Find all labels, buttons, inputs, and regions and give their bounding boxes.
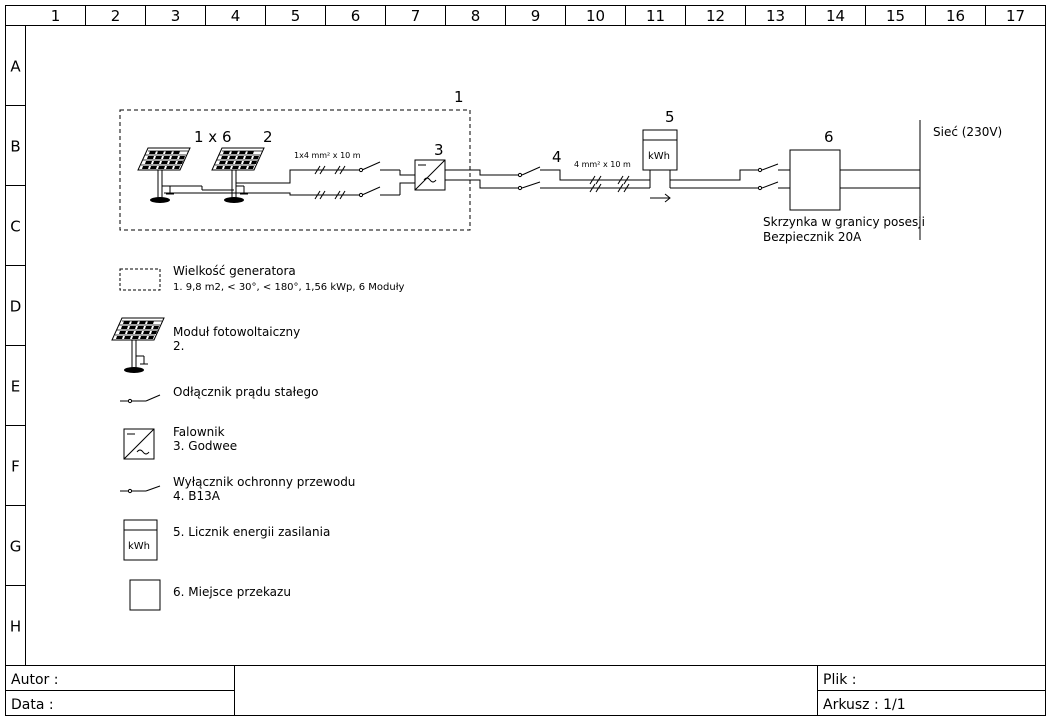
date-label: Data : <box>11 697 54 713</box>
sheet-label: Arkusz : 1/1 <box>823 697 906 713</box>
file-label: Plik : <box>823 672 857 688</box>
modules-count: 1 x 6 <box>194 128 232 146</box>
column-header: 9 <box>531 7 541 25</box>
row-header: C <box>10 218 20 236</box>
column-header: 15 <box>886 7 905 25</box>
legend-module-title: Moduł fotowoltaiczny <box>173 325 300 339</box>
column-header: 2 <box>111 7 121 25</box>
ac-cable-spec: 4 mm² x 10 m <box>574 160 631 169</box>
legend-inverter-icon <box>123 428 155 460</box>
generator-number: 1 <box>454 88 464 106</box>
grid-label: Sieć (230V) <box>933 125 1002 139</box>
module-number: 2 <box>263 128 273 146</box>
breaker-number: 4 <box>552 148 562 166</box>
legend-module-detail: 2. <box>173 339 184 353</box>
pv-diagram: 1 1 x 6 2 <box>119 88 1002 244</box>
column-header: 12 <box>706 7 725 25</box>
legend-inverter-title: Falownik <box>173 425 225 439</box>
inverter-number: 3 <box>434 141 444 159</box>
legend-meter-icon-text: kWh <box>128 541 150 552</box>
legend-meter-icon <box>123 519 158 561</box>
column-header: 6 <box>351 7 361 25</box>
legend: Wielkość generatora 1. 9,8 m2, < 30°, < … <box>111 264 405 611</box>
row-headers: A B C D E F G H <box>5 58 26 636</box>
column-header: 3 <box>171 7 181 25</box>
legend-meter-label: 5. Licznik energii zasilania <box>173 525 330 539</box>
meter-kwh-text: kWh <box>648 151 670 162</box>
column-header: 11 <box>646 7 665 25</box>
transfer-number: 6 <box>824 128 834 146</box>
column-header: 17 <box>1006 7 1025 25</box>
row-header: B <box>10 138 20 156</box>
dc-cable-spec: 1x4 mm² x 10 m <box>294 151 361 160</box>
legend-dc-switch-label: Odłącznik prądu stałego <box>173 385 318 399</box>
legend-generator-detail: 1. 9,8 m2, < 30°, < 180°, 1,56 kWp, 6 Mo… <box>173 282 405 293</box>
box-label-line2: Bezpiecznik 20A <box>763 230 862 244</box>
legend-dc-switch-icon <box>120 394 161 404</box>
box-label-line1: Skrzynka w granicy posesji <box>763 215 925 229</box>
legend-transfer-label: 6. Miejsce przekazu <box>173 585 291 599</box>
title-block: Autor : Data : Plik : Arkusz : 1/1 <box>5 665 1046 716</box>
column-header: 7 <box>411 7 421 25</box>
pv-module-2-icon <box>211 147 265 204</box>
column-header: 16 <box>946 7 965 25</box>
author-label: Autor : <box>11 672 58 688</box>
column-header: 14 <box>826 7 845 25</box>
legend-breaker-icon <box>120 485 161 494</box>
legend-generator-title: Wielkość generatora <box>173 264 296 278</box>
row-header: D <box>10 298 22 316</box>
column-header: 8 <box>471 7 481 25</box>
column-header: 10 <box>586 7 605 25</box>
legend-breaker-title: Wyłącznik ochronny przewodu <box>173 475 355 489</box>
row-header: F <box>11 458 20 476</box>
row-header: G <box>10 538 22 556</box>
column-header: 1 <box>51 7 61 25</box>
row-header: E <box>11 378 20 396</box>
legend-generator-icon <box>119 268 161 291</box>
legend-breaker-detail: 4. B13A <box>173 489 221 503</box>
row-header: H <box>10 618 21 636</box>
legend-transfer-icon <box>129 579 161 611</box>
column-header: 13 <box>766 7 785 25</box>
legend-pv-module-icon <box>111 317 165 374</box>
column-header: 5 <box>291 7 301 25</box>
column-header: 4 <box>231 7 241 25</box>
row-header: A <box>10 58 21 76</box>
legend-inverter-detail: 3. Godwee <box>173 439 237 453</box>
meter-number: 5 <box>665 108 675 126</box>
pv-module-1-icon <box>137 147 191 204</box>
